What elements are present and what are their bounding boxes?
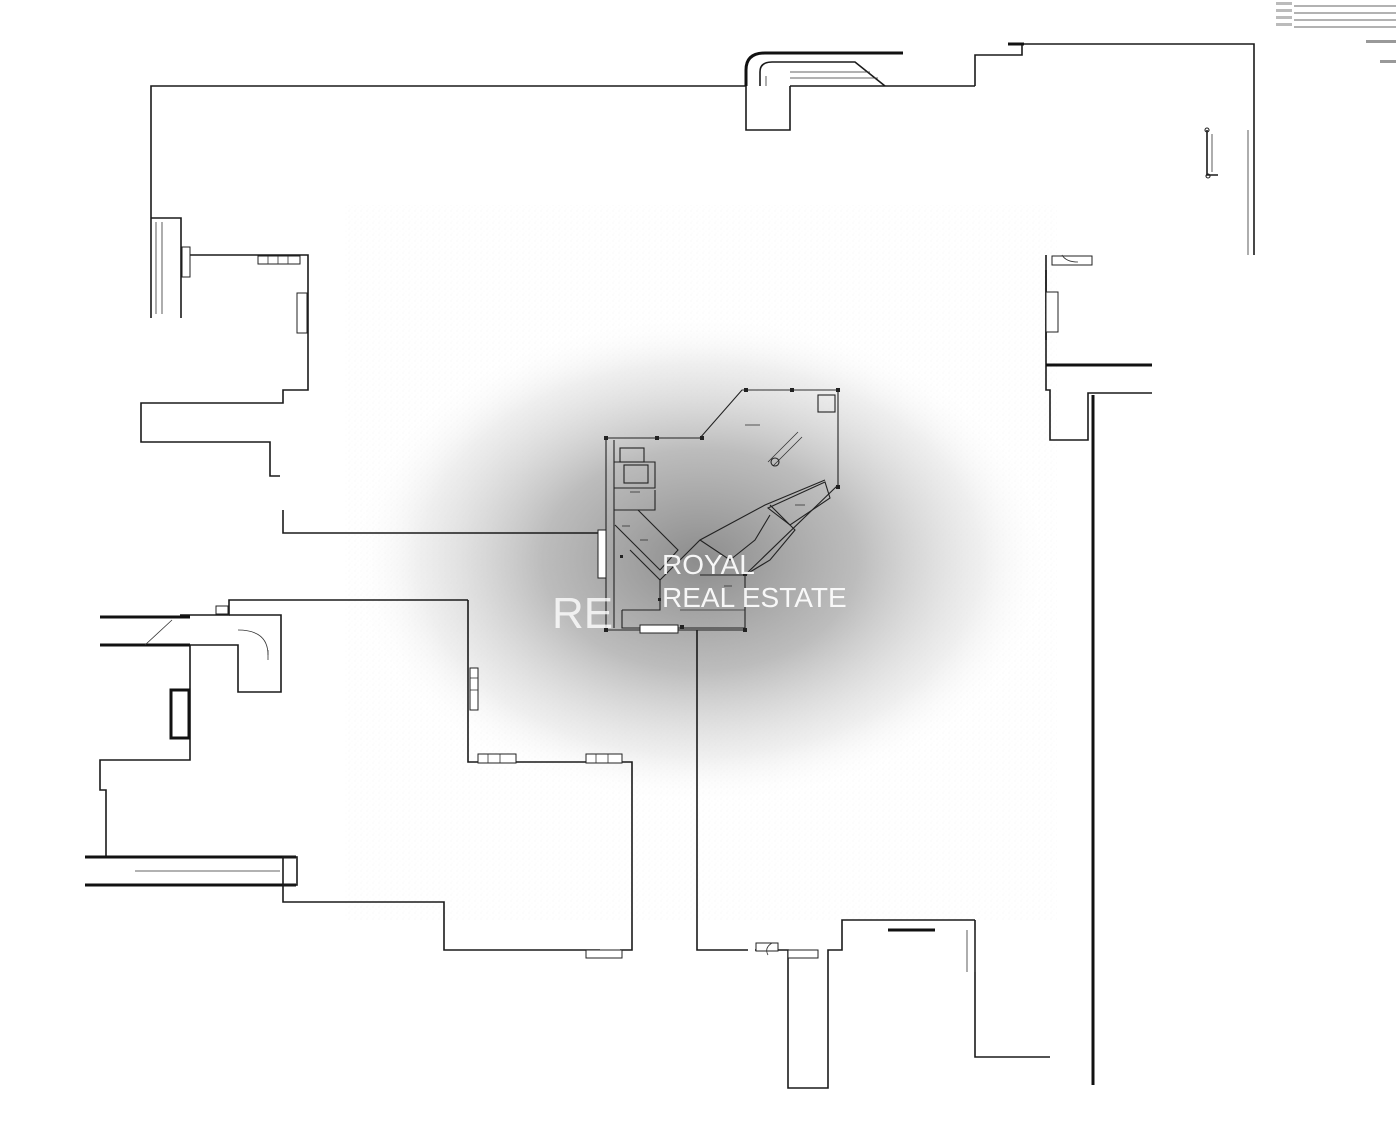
door-swing-icon [765,76,1079,956]
watermark-line1: ROYAL [662,549,755,580]
stair-icon [767,431,803,467]
watermark-line2: REAL ESTATE [662,582,847,613]
column-icon [604,388,840,632]
outer-walls [140,42,1255,1089]
center-vignette [350,315,1050,805]
radiator-icons [181,246,1093,959]
legend-block [1276,2,1396,63]
watermark-monogram: RE [552,589,613,638]
watermark: RE ROYAL REAL ESTATE [552,549,847,638]
lower-left-block [85,599,633,951]
central-unit [597,388,840,634]
